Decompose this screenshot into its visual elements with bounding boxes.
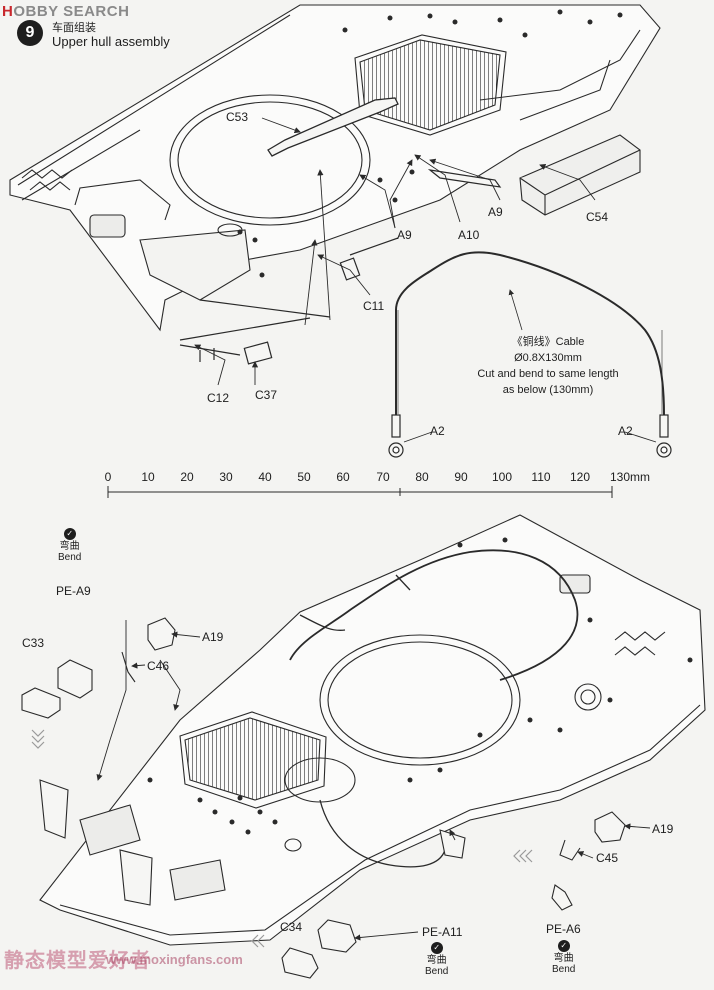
callout-a10: A10	[458, 228, 480, 242]
step-number-badge: 9	[17, 20, 43, 46]
cable-instruction: 《铜线》Cable Ø0.8X130mm Cut and bend to sam…	[468, 334, 628, 398]
ruler-tick: 70	[376, 470, 390, 484]
top-leaders	[194, 117, 596, 386]
cable-wire	[395, 251, 665, 416]
cable-ruler	[107, 486, 613, 498]
upper-hull-top	[9, 4, 661, 332]
bottom-parts	[21, 617, 626, 979]
bend-note-pe-a11: ✓ 弯曲 Bend	[425, 942, 449, 977]
callout-pe-a11: PE-A11	[422, 925, 463, 939]
watermark-cn: 静态模型爱好者	[4, 950, 151, 972]
hobbysearch-logo: HOBBY SEARCH	[2, 3, 130, 20]
callout-a9-left: A9	[397, 228, 412, 242]
callout-a2-right: A2	[618, 424, 633, 438]
a2-eyelets	[388, 414, 672, 458]
ruler-tick: 30	[219, 470, 233, 484]
cable-note-line1: 《铜线》Cable	[511, 336, 585, 348]
ruler-tick: 110	[531, 470, 551, 484]
ruler-tick: 10	[141, 470, 155, 484]
callout-c53: C53	[226, 110, 249, 124]
callout-a19-bottom: A19	[652, 822, 674, 836]
ruler-tick: 120	[569, 470, 591, 484]
callout-pe-a6: PE-A6	[546, 922, 581, 936]
callout-a19-top: A19	[202, 630, 224, 644]
callout-c37: C37	[255, 388, 278, 402]
step-title: Upper hull assembly	[52, 34, 170, 49]
cable-note-line2: Ø0.8X130mm	[514, 352, 582, 364]
watermark-url: www.moxingfans.com	[106, 952, 243, 967]
callout-a2-left: A2	[430, 424, 445, 438]
ruler-tick: 20	[180, 470, 194, 484]
part-c54	[519, 134, 641, 216]
bend-icon: ✓	[63, 528, 76, 540]
bend-icon: ✓	[430, 942, 443, 954]
callout-c11: C11	[363, 299, 385, 313]
cable-note-line4: as below (130mm)	[502, 384, 594, 396]
step-title-cn: 车面组装	[52, 22, 96, 34]
ruler-tick: 130mm	[609, 470, 651, 484]
bottom-leaders	[96, 620, 651, 941]
callout-c54: C54	[586, 210, 609, 224]
part-c53	[267, 97, 399, 157]
ruler-tick: 90	[454, 470, 468, 484]
callout-c46: C46	[147, 659, 170, 673]
ruler-tick: 40	[258, 470, 272, 484]
callout-pe-a9: PE-A9	[56, 584, 91, 598]
callout-c34: C34	[280, 920, 303, 934]
ruler-tick: 100	[491, 470, 513, 484]
bend-note-top-left: ✓ 弯曲 Bend	[58, 528, 82, 563]
bend-icon: ✓	[557, 940, 570, 952]
callout-a9-right: A9	[488, 205, 503, 219]
callout-c45: C45	[596, 851, 619, 865]
ruler-tick: 50	[297, 470, 311, 484]
bend-note-pe-a6: ✓ 弯曲 Bend	[552, 940, 576, 975]
callout-c33: C33	[22, 636, 45, 650]
callout-c12: C12	[207, 391, 230, 405]
upper-hull-bottom	[39, 514, 706, 946]
ruler-tick: 0	[104, 470, 112, 484]
ruler-tick: 80	[415, 470, 429, 484]
ruler-tick: 60	[336, 470, 350, 484]
cable-note-line3: Cut and bend to same length	[477, 368, 619, 380]
